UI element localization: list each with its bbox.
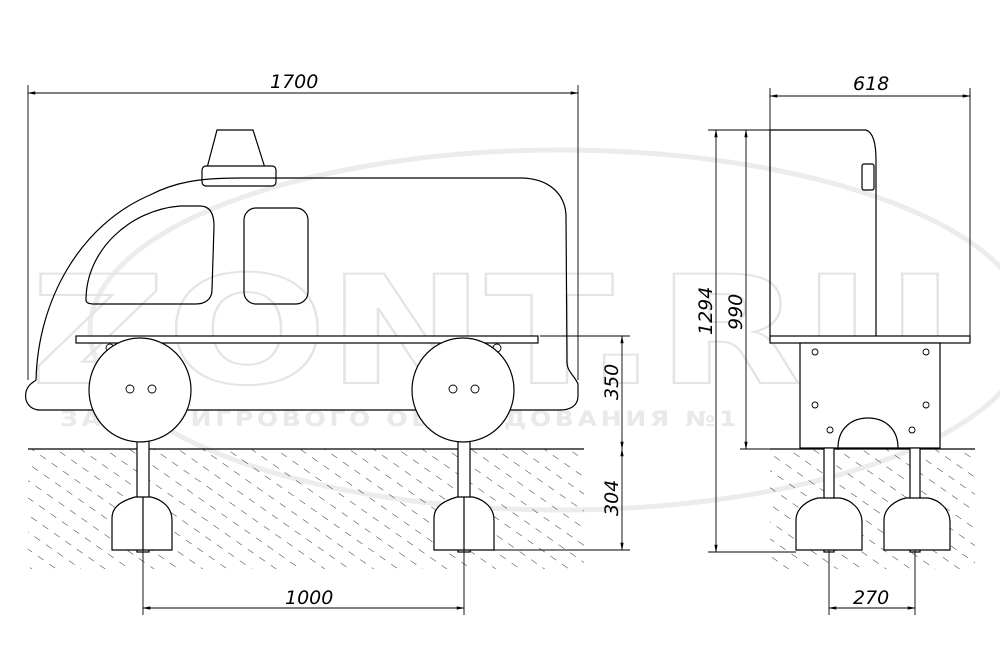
ground-hatch-left (28, 449, 584, 569)
side-arch (837, 417, 899, 449)
dim-overall-width: 618 (853, 73, 889, 95)
window-front (85, 205, 215, 305)
dim-post-spacing: 270 (853, 587, 889, 609)
hub-bolt (125, 384, 135, 394)
dim-foundation-depth: 304 (601, 480, 623, 516)
hub-bolt (470, 384, 480, 394)
foundation-left (111, 496, 173, 551)
frame-bolt (826, 426, 834, 434)
frame-bolt (922, 348, 930, 356)
dim-seat-height: 350 (601, 364, 623, 400)
dim-height-above-ground: 990 (725, 294, 747, 330)
wheel-front (88, 337, 192, 443)
side-latch (861, 163, 875, 191)
side-view-car (769, 129, 971, 553)
hub-bolt (147, 384, 157, 394)
seat-board (75, 335, 539, 344)
hub-bolt (448, 384, 458, 394)
frame-bolt (908, 426, 916, 434)
dimensions: 1700 618 1294 990 350 304 1000 270 (27, 71, 971, 615)
wheel-rear (411, 337, 515, 443)
side-foundation-right (883, 497, 951, 551)
siren-base (201, 165, 277, 187)
dim-wheel-spacing: 1000 (285, 587, 333, 609)
side-foundation-left (795, 497, 863, 551)
window-rear (243, 207, 309, 305)
front-view-car (25, 129, 579, 553)
side-body (769, 129, 877, 341)
frame-bolt (922, 401, 930, 409)
side-seat (769, 335, 971, 344)
frame-bolt (811, 348, 819, 356)
car-body (25, 177, 579, 411)
frame-bolt (811, 401, 819, 409)
dim-total-height: 1294 (695, 287, 717, 335)
dim-overall-length: 1700 (270, 71, 318, 93)
siren-light (206, 129, 266, 169)
